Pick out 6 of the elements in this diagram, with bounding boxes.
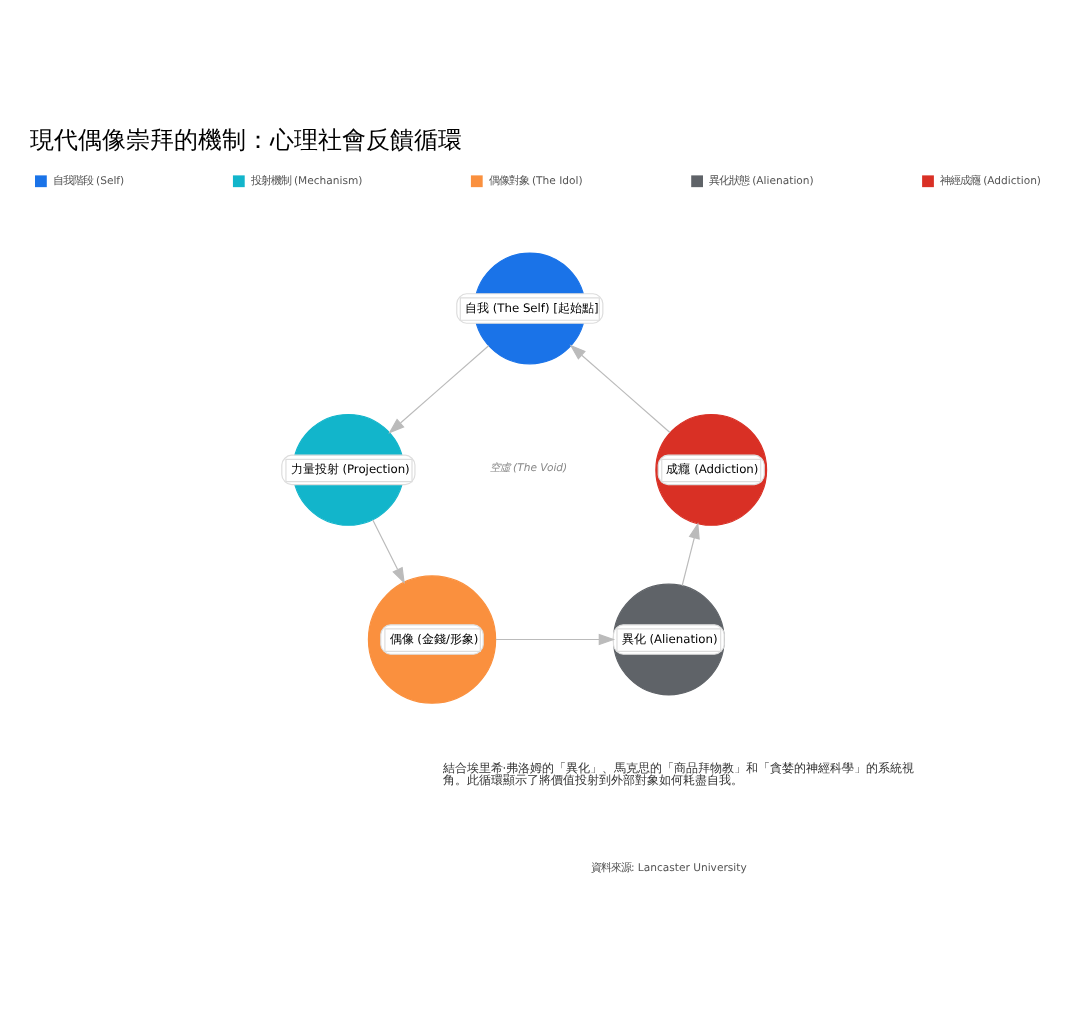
arrow <box>372 518 405 583</box>
diagram-title: 現代偶像崇拜的機制：心理社會反饋循環 <box>29 125 462 154</box>
arrow <box>495 632 616 645</box>
arrow <box>681 521 700 586</box>
arrow <box>388 344 490 433</box>
arrow <box>569 343 671 433</box>
